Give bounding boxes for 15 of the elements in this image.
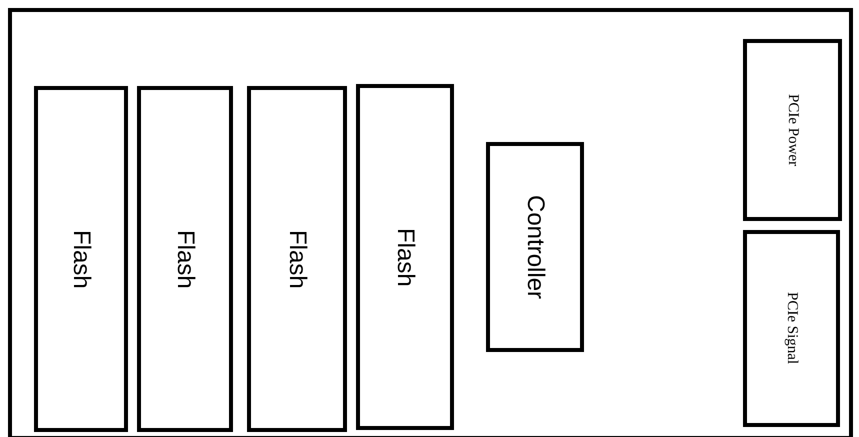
circuit-board [8,8,853,437]
controller-chip [486,142,584,352]
chip-label: Flash [283,230,311,288]
chip-label: Flash [391,228,419,286]
chip-label: PCIe Signal [783,292,800,365]
flash-chip [137,86,233,432]
connector-block [743,230,840,427]
connector-block [743,39,842,221]
chip-label: Flash [171,230,199,288]
flash-chip [356,84,454,430]
flash-chip [247,86,347,432]
chip-label: PCIe Power [784,94,801,166]
flash-chip [34,86,128,432]
chip-label: Flash [67,230,95,288]
chip-label: Controller [521,194,549,300]
